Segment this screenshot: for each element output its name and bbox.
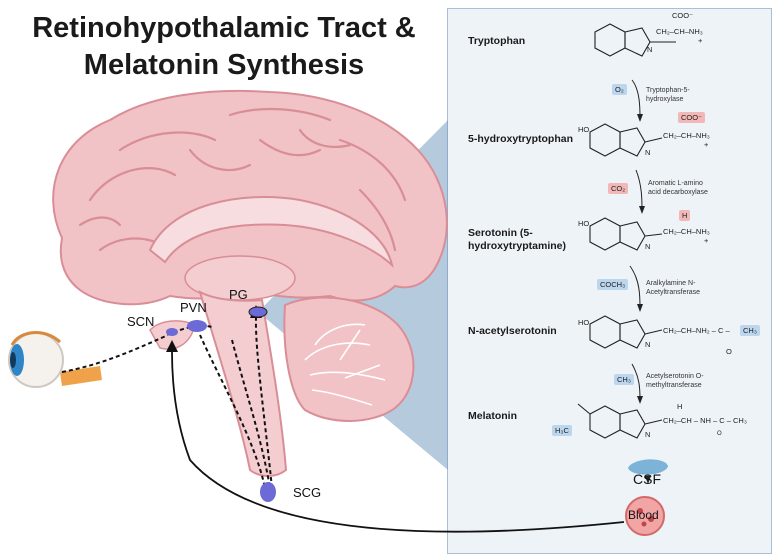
compound-serotonin-line1: Serotonin (5-	[468, 227, 533, 239]
nas-o: O	[726, 347, 732, 356]
blood-icon	[625, 496, 665, 536]
nas-ch3: CH₃	[740, 325, 760, 336]
serotonin-ho: HO	[578, 219, 590, 228]
htp-chain: CH₂–CH–NH₃	[663, 131, 710, 140]
cofactor-co2: CO₂	[608, 183, 629, 194]
cofactor-o2: O₂	[612, 84, 627, 95]
serotonin-n: N	[645, 242, 651, 251]
scg-label: SCG	[293, 485, 322, 500]
enzyme-tph-line2: hydroxylase	[646, 96, 684, 103]
melatonin-h: H	[677, 402, 683, 411]
nas-n: N	[645, 340, 651, 349]
corpus-callosum	[148, 196, 394, 268]
reaction-arrowheads	[637, 114, 651, 515]
tryptophan-chain: CH₂–CH–NH₃	[656, 27, 703, 36]
brainstem	[198, 289, 288, 477]
neural-pathways	[61, 317, 273, 489]
nas-ho: HO	[578, 318, 590, 327]
nas-chain: CH₂–CH–NH₂ – C –	[663, 326, 730, 335]
cofactor-coch3: COCH₃	[597, 279, 629, 290]
compound-tryptophan: Tryptophan	[468, 35, 526, 47]
title-line-1: Retinohypothalamic Tract &	[32, 12, 416, 44]
arrowhead-scn	[166, 340, 178, 352]
gyri-lines	[78, 107, 407, 252]
pg-label: PG	[229, 287, 248, 302]
enzyme-asmt-line2: methyltransferase	[646, 382, 702, 389]
pvn-nucleus	[187, 320, 207, 332]
tryptophan-coo: COO⁻	[672, 11, 694, 20]
scn-label: SCN	[127, 314, 155, 329]
molecule-rings	[577, 23, 676, 439]
htp-coo: COO⁻	[678, 112, 706, 123]
melatonin-chain: CH₂–CH – NH – C – CH₃	[663, 416, 747, 425]
tryptophan-plus: +	[698, 36, 703, 45]
scg-nucleus	[260, 482, 276, 502]
compound-5-hydroxytryptophan: 5-hydroxytryptophan	[468, 133, 574, 145]
enzyme-aanat-line1: Aralkylamine N-	[646, 280, 696, 287]
serotonin-chain: CH₂–CH–NH₃	[663, 227, 710, 236]
serotonin-h: H	[679, 210, 691, 221]
compound-serotonin-line2: hydroxytryptamine)	[468, 240, 567, 252]
htp-plus: +	[704, 140, 709, 149]
enzyme-aadc-line1: Aromatic L-amino	[648, 180, 703, 187]
htp-n: N	[645, 148, 651, 157]
enzyme-aanat-line2: Acetyltransferase	[646, 289, 701, 296]
tryptophan-n: N	[647, 45, 653, 54]
enzyme-asmt-line1: Acetylserotonin O-	[646, 373, 704, 380]
eye-icon	[8, 331, 102, 388]
melatonin-h3c: H₃C	[552, 425, 572, 436]
cofactor-ch3: CH₃	[614, 374, 634, 385]
enzyme-aadc-line2: acid decarboxylase	[648, 189, 708, 196]
melatonin-o: O	[717, 431, 722, 437]
csf-icon	[628, 459, 668, 475]
pvn-label: PVN	[180, 300, 207, 315]
htp-ho: HO	[578, 125, 590, 134]
enzyme-tph-line1: Tryptophan-5-	[646, 87, 690, 94]
pg-nucleus	[248, 306, 268, 318]
blood-feedback-curve	[171, 351, 625, 533]
melatonin-n: N	[645, 430, 651, 439]
title-line-2: Melatonin Synthesis	[83, 49, 365, 81]
csf-label: CSF	[633, 471, 661, 487]
scn-nucleus	[166, 328, 178, 336]
serotonin-plus: +	[704, 236, 709, 245]
compound-melatonin: Melatonin	[468, 410, 517, 422]
arbor-vitae	[304, 323, 386, 406]
blood-label: Blood	[628, 508, 659, 522]
compound-n-acetylserotonin: N-acetylserotonin	[468, 325, 557, 337]
page-title: Retinohypothalamic Tract & Melatonin Syn…	[14, 10, 434, 84]
